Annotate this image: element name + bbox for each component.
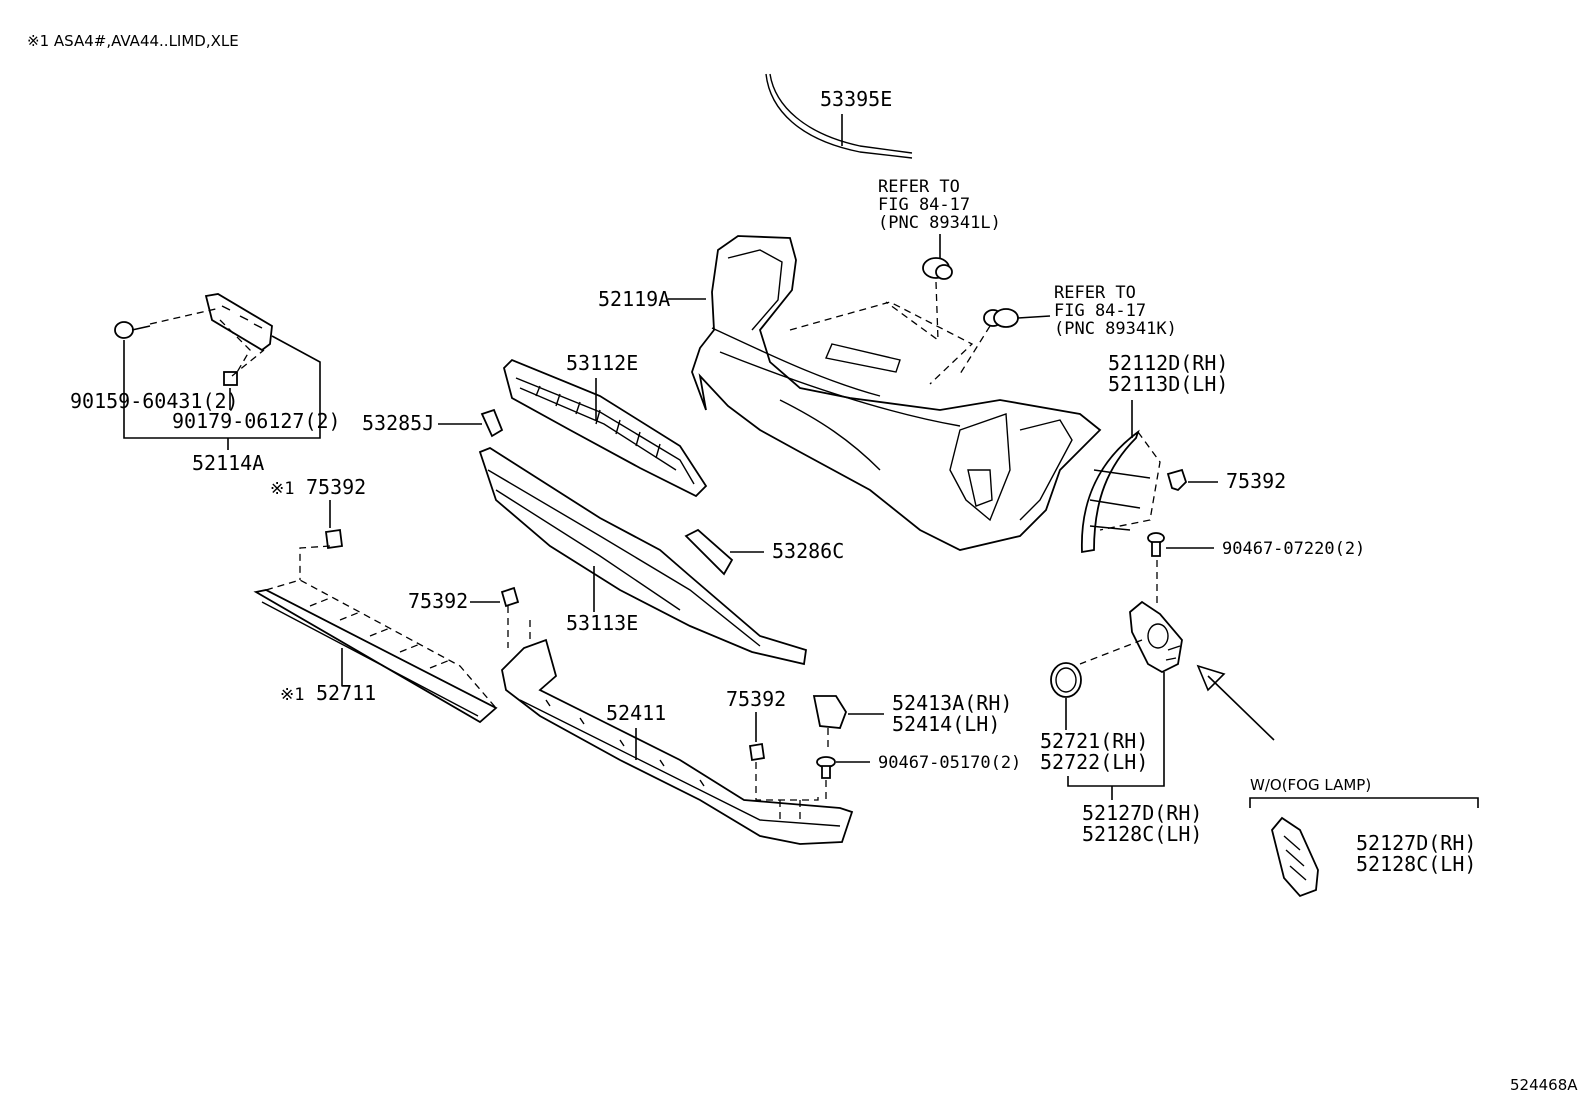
figure-id: 524468A [1510, 1076, 1578, 1094]
label-90179-06127: 90179-06127(2) [172, 409, 341, 433]
label-90467-07220: 90467-07220(2) [1222, 539, 1365, 559]
label-53112E: 53112E [566, 351, 638, 375]
bolt-90159-icon [114, 321, 151, 339]
part-53112E-illustration [502, 358, 708, 498]
label-52413A: 52413A(RH) [892, 691, 1012, 715]
part-52114A-illustration [204, 293, 273, 352]
part-53286C-illustration [684, 528, 734, 576]
part-52721-ring-illustration [1050, 662, 1082, 698]
refer2-line2: FIG 84-17 [1054, 301, 1146, 321]
part-52127D-cover-illustration [1271, 816, 1319, 898]
label-52127D-main: 52127D(RH) [1082, 801, 1202, 825]
label-75392-right: 75392 [1226, 469, 1286, 493]
part-52119A-illustration [691, 235, 1102, 551]
refer1-line2: FIG 84-17 [878, 195, 970, 215]
label-wo-fog-lamp: W/O(FOG LAMP) [1250, 776, 1371, 794]
label-52113D: 52113D(LH) [1108, 372, 1228, 396]
sensor-89341L-icon [922, 234, 953, 280]
label-52711-mark: ※1 [280, 685, 304, 705]
refer2-line1: REFER TO [1054, 283, 1136, 303]
part-52711-illustration [253, 589, 498, 724]
label-52414: 52414(LH) [892, 712, 1000, 736]
refer1-line3: (PNC 89341L) [878, 213, 1001, 233]
label-53286C: 53286C [772, 539, 844, 563]
label-52411: 52411 [606, 701, 666, 725]
refer1-line1: REFER TO [878, 177, 960, 197]
label-52128C-main: 52128C(LH) [1082, 822, 1202, 846]
label-53395E: 53395E [820, 87, 892, 111]
part-52411-illustration [501, 638, 854, 845]
part-52413A-illustration [812, 695, 847, 729]
part-53285J-illustration [480, 408, 504, 438]
label-52127D-alt: 52127D(RH) [1356, 831, 1476, 855]
label-52112D: 52112D(RH) [1108, 351, 1228, 375]
clip-75392-upper-left-icon [324, 528, 344, 550]
clip-75392-lower-icon [748, 742, 766, 762]
clip-90467-05170-icon [816, 756, 836, 779]
label-90159-60431: 90159-60431(2) [70, 389, 239, 413]
label-75392-lower: 75392 [726, 687, 786, 711]
direction-arrow-icon [1196, 664, 1275, 741]
sensor-89341K-icon [983, 308, 1051, 328]
part-53395E-illustration [765, 73, 913, 159]
clip-90467-07220-icon [1147, 532, 1165, 557]
part-53113E-illustration [478, 446, 808, 666]
label-52711: 52711 [316, 681, 376, 705]
label-75392-middle: 75392 [408, 589, 468, 613]
label-52114A: 52114A [192, 451, 264, 475]
label-53285J: 53285J [362, 411, 434, 435]
label-52722: 52722(LH) [1040, 750, 1148, 774]
label-90467-05170: 90467-05170(2) [878, 753, 1021, 773]
label-75392-upper-left: 75392 [306, 475, 366, 499]
label-52128C-alt: 52128C(LH) [1356, 852, 1476, 876]
part-52112D-illustration [1081, 429, 1151, 554]
label-52119A: 52119A [598, 287, 670, 311]
clip-75392-middle-icon [500, 586, 520, 608]
part-52127D-fog-bezel-illustration [1129, 600, 1183, 674]
clip-75392-right-icon [1166, 468, 1188, 492]
label-52721: 52721(RH) [1040, 729, 1148, 753]
refer2-line3: (PNC 89341K) [1054, 319, 1177, 339]
label-75392-mark: ※1 [270, 479, 294, 499]
applicability-note: ※1 ASA4#,AVA44..LIMD,XLE [27, 32, 239, 50]
label-53113E: 53113E [566, 611, 638, 635]
